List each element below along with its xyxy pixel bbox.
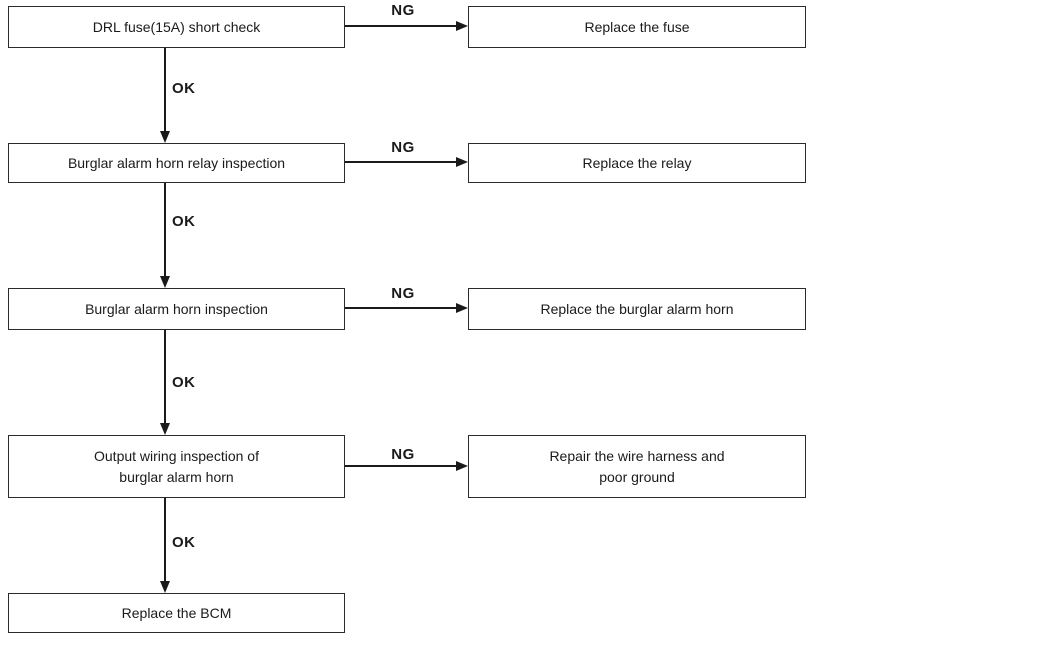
right-arrowhead-icon: [456, 461, 468, 471]
ok-branch-label-2: OK: [172, 213, 196, 230]
remedy-label: Replace the burglar alarm horn: [540, 300, 734, 317]
step-box-output-wiring-inspection: Output wiring inspection of burglar alar…: [8, 435, 345, 498]
ok-branch-label-3: OK: [172, 374, 196, 391]
right-arrowhead-icon: [456, 157, 468, 167]
step-label: Burglar alarm horn inspection: [85, 300, 268, 317]
ng-connector-line-1: [345, 25, 456, 27]
ng-branch-label-3: NG: [391, 285, 415, 302]
ng-branch-label-2: NG: [391, 139, 415, 156]
ng-branch-label-1: NG: [391, 2, 415, 19]
step-box-horn-relay-inspection: Burglar alarm horn relay inspection: [8, 143, 345, 183]
right-arrowhead-icon: [456, 21, 468, 31]
remedy-label: Repair the wire harness and poor ground: [549, 447, 725, 485]
remedy-label: Replace the relay: [582, 154, 692, 171]
step-label: DRL fuse(15A) short check: [92, 18, 261, 35]
ok-branch-label-1: OK: [172, 80, 196, 97]
step-label: Burglar alarm horn relay inspection: [67, 154, 286, 171]
remedy-box-replace-fuse: Replace the fuse: [468, 6, 806, 48]
ok-connector-line-4: [164, 498, 166, 581]
down-arrowhead-icon: [160, 131, 170, 143]
step-label: Output wiring inspection of burglar alar…: [94, 447, 259, 485]
final-box-replace-bcm: Replace the BCM: [8, 593, 345, 633]
ng-branch-label-4: NG: [391, 446, 415, 463]
remedy-box-replace-relay: Replace the relay: [468, 143, 806, 183]
ok-connector-line-3: [164, 330, 166, 423]
step-box-drl-fuse-short-check: DRL fuse(15A) short check: [8, 6, 345, 48]
down-arrowhead-icon: [160, 581, 170, 593]
ok-connector-line-2: [164, 183, 166, 276]
ok-branch-label-4: OK: [172, 534, 196, 551]
ng-connector-line-2: [345, 161, 456, 163]
ok-connector-line-1: [164, 48, 166, 131]
ng-connector-line-4: [345, 465, 456, 467]
remedy-label: Replace the fuse: [584, 18, 690, 35]
down-arrowhead-icon: [160, 276, 170, 288]
step-box-horn-inspection: Burglar alarm horn inspection: [8, 288, 345, 330]
remedy-box-replace-horn: Replace the burglar alarm horn: [468, 288, 806, 330]
remedy-box-repair-wire-harness: Repair the wire harness and poor ground: [468, 435, 806, 498]
ng-connector-line-3: [345, 307, 456, 309]
right-arrowhead-icon: [456, 303, 468, 313]
down-arrowhead-icon: [160, 423, 170, 435]
final-step-label: Replace the BCM: [121, 604, 232, 621]
